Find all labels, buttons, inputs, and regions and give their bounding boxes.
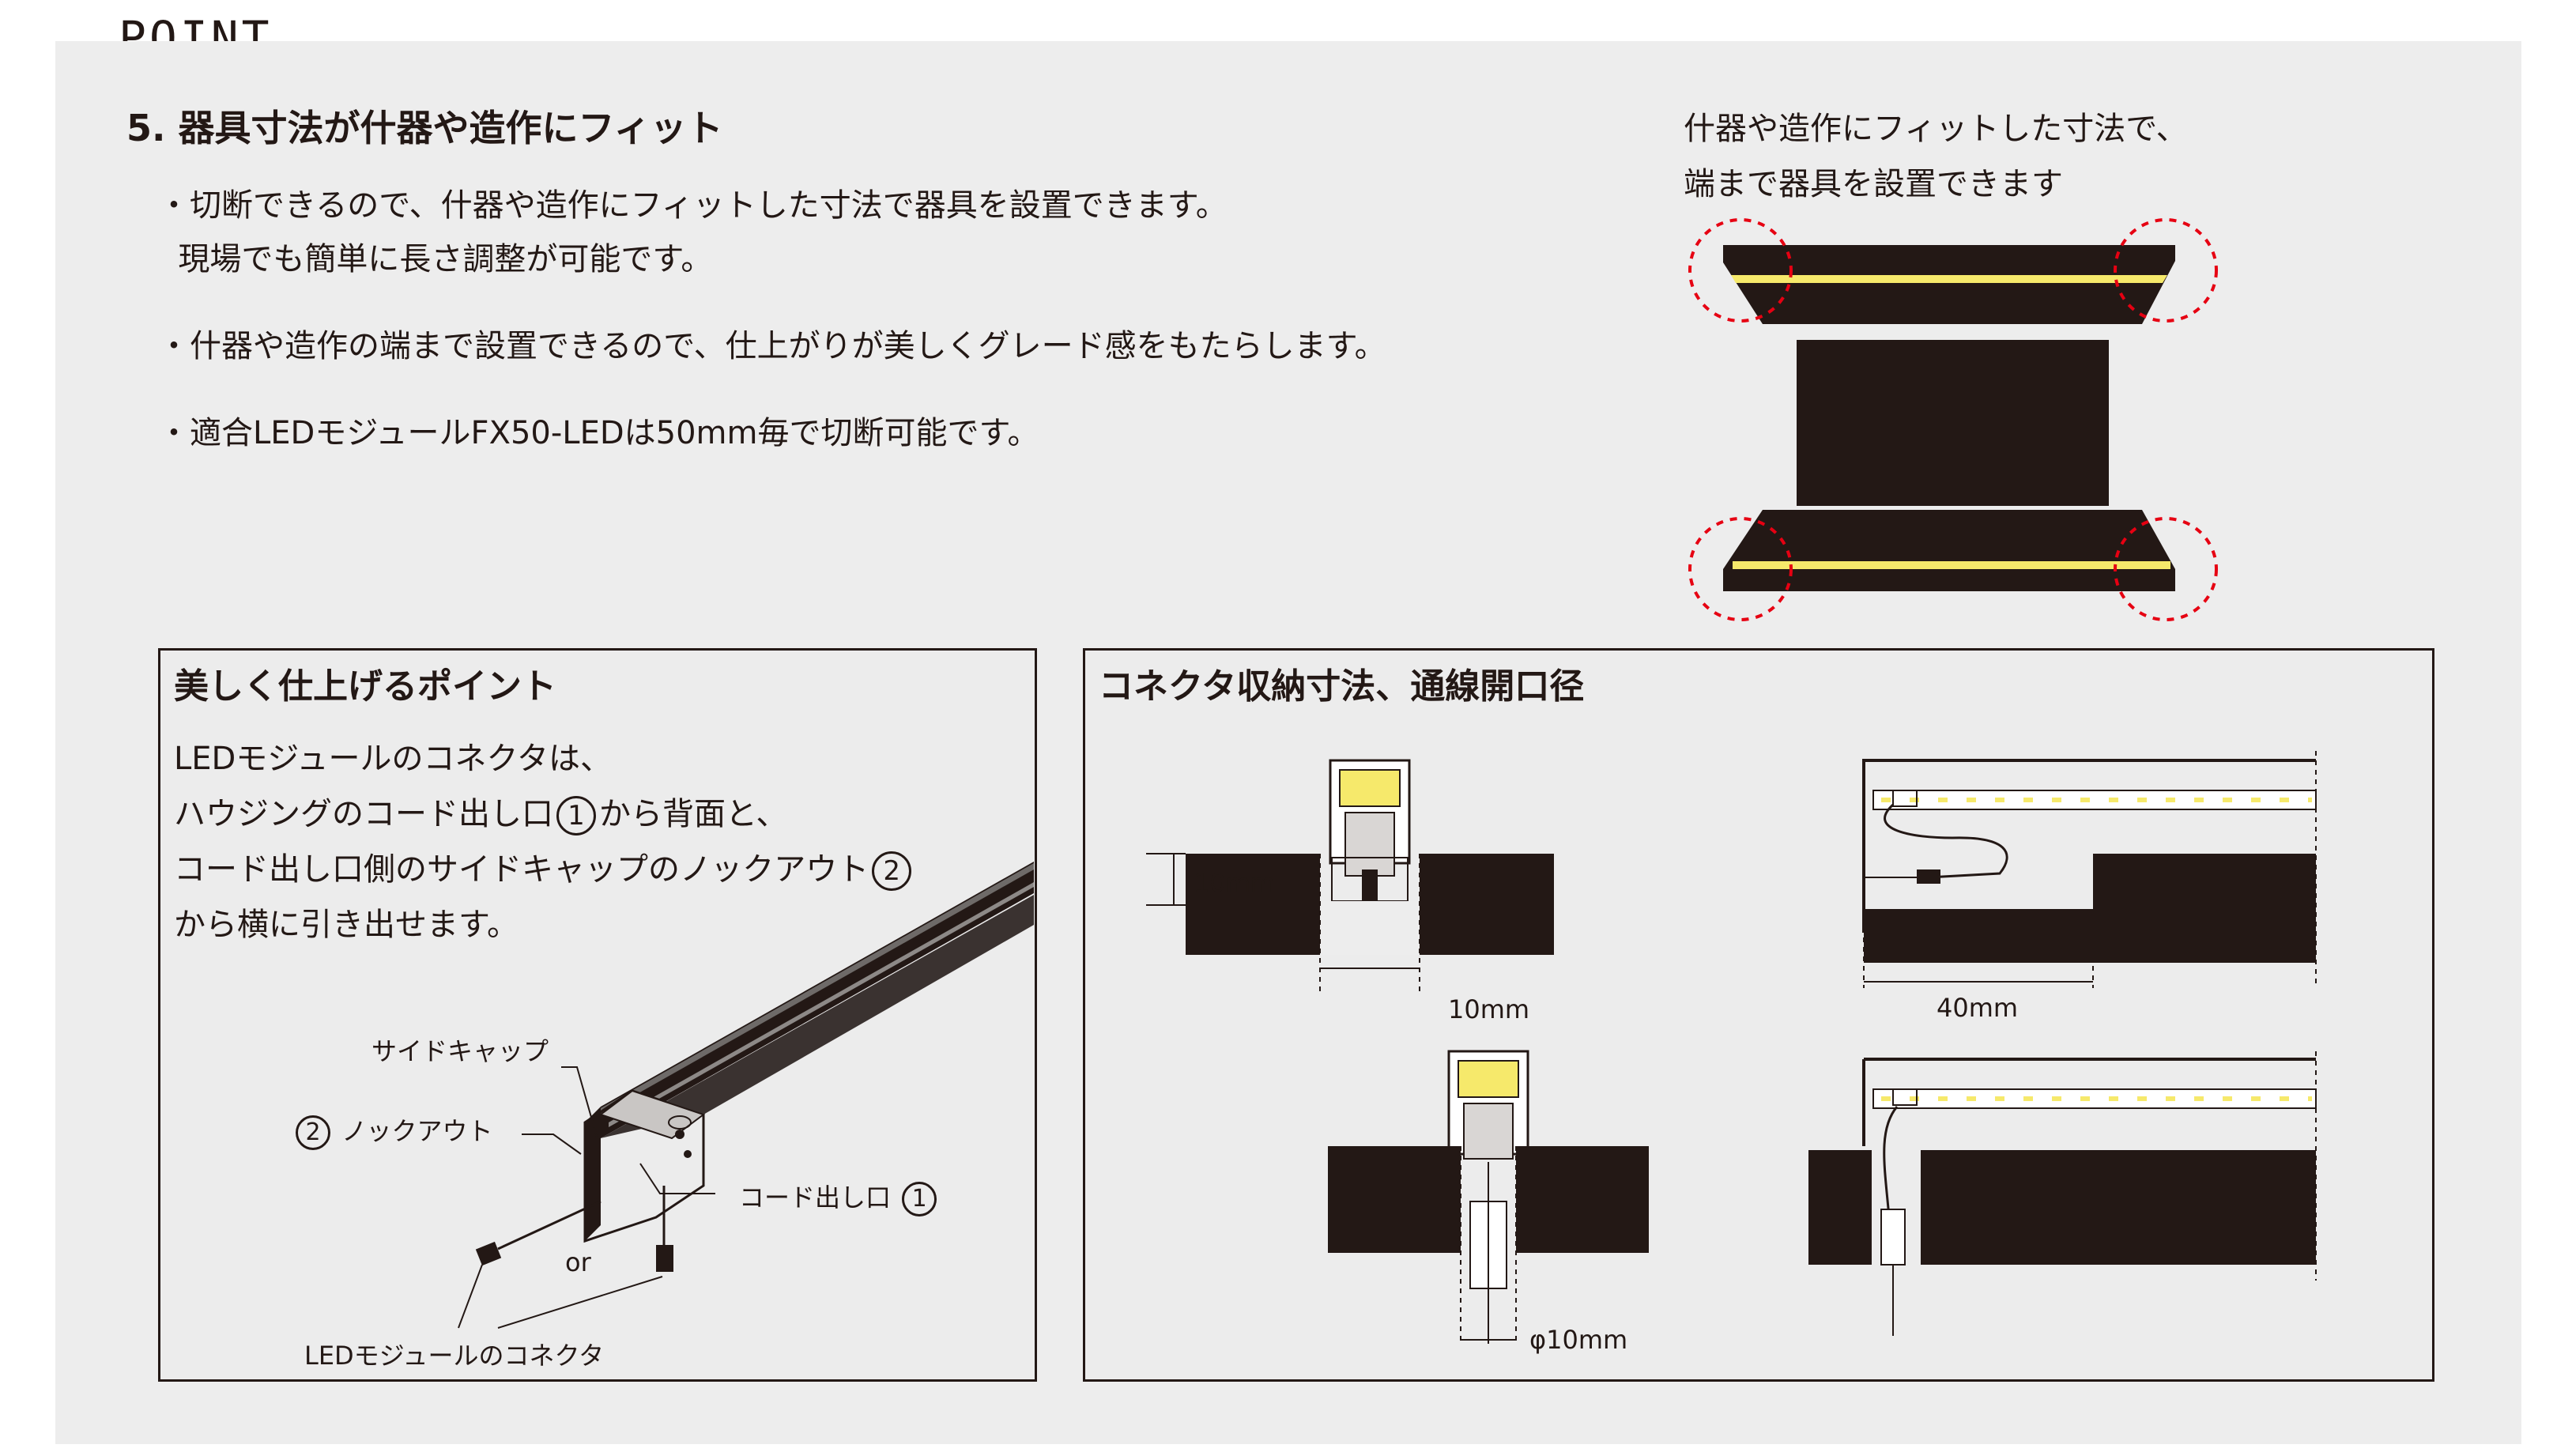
callout-line-2: 端まで器具を設置できます (1684, 166, 2063, 202)
highlight-circle-bottom-left (1688, 517, 1793, 621)
bottom-shelf (1723, 510, 2175, 591)
highlight-circle-top-left (1688, 218, 1793, 323)
top-shelf (1723, 245, 2175, 324)
cabinet-body (1797, 340, 2109, 506)
side-section-top (1862, 751, 2317, 988)
bullet-edge-install: ・什器や造作の端まで設置できるので、仕上がりが美しくグレード感をもたらします。 (158, 328, 1386, 364)
finishing-points-title: 美しく仕上げるポイント (174, 666, 556, 707)
label-cord-outlet: コード出し口 1 (739, 1178, 940, 1216)
section-title: 5. 器具寸法が什器や造作にフィット (126, 107, 723, 149)
text-line-1: LEDモジュールのコネクタは、 (174, 741, 612, 777)
label-number-2-badge: 2 (296, 1115, 330, 1150)
finishing-points-box (158, 648, 1037, 1382)
label-knockout: 2 ノックアウト (292, 1111, 493, 1150)
highlight-circle-bottom-right (2114, 517, 2218, 621)
number-1-badge: 1 (556, 796, 596, 836)
side-section-bottom (1808, 1051, 2317, 1336)
label-side-cap: サイドキャップ (371, 1036, 549, 1066)
cross-section-top (1146, 759, 1554, 996)
fixture-edge-diagram (1688, 218, 2218, 621)
connector-dimensions-title: コネクタ収納寸法、通線開口径 (1099, 666, 1585, 707)
dim-dia-10mm: φ10mm (1529, 1325, 1628, 1355)
fixture-callout: 什器や造作にフィットした寸法で、 端まで器具を設置できます (1684, 101, 2188, 212)
dim-depth-40mm: 40mm (1937, 993, 2019, 1023)
connector-pointer-right (497, 1276, 663, 1329)
connector-pointer-left (458, 1264, 483, 1329)
label-number-1-badge: 1 (902, 1182, 937, 1216)
bullet-cut-to-fit: ・切断できるので、什器や造作にフィットした寸法で器具を設置できます。 現場でも簡… (158, 187, 1228, 277)
housing-illustration (458, 862, 1034, 1329)
top-led-strip (1731, 275, 2167, 283)
label-led-connector: LEDモジュールのコネクタ (304, 1341, 605, 1371)
highlight-circle-top-right (2114, 218, 2218, 323)
cross-section-bottom (1328, 1050, 1649, 1344)
bottom-led-strip (1733, 561, 2170, 569)
label-or: or (565, 1247, 591, 1277)
connector-back (656, 1245, 673, 1272)
text-line-4: から横に引き出せます。 (174, 907, 519, 943)
dim-width-10mm: 10mm (1448, 994, 1530, 1024)
dim-height-10mm: 10mm (1194, 868, 1276, 898)
bullet-cut-interval: ・適合LEDモジュールFX50-LEDは50mm毎で切断可能です。 (158, 415, 1039, 451)
cord-side (497, 1200, 602, 1250)
connector-side (475, 1241, 502, 1266)
number-2-badge: 2 (872, 851, 912, 891)
callout-line-1: 什器や造作にフィットした寸法で、 (1684, 111, 2188, 147)
